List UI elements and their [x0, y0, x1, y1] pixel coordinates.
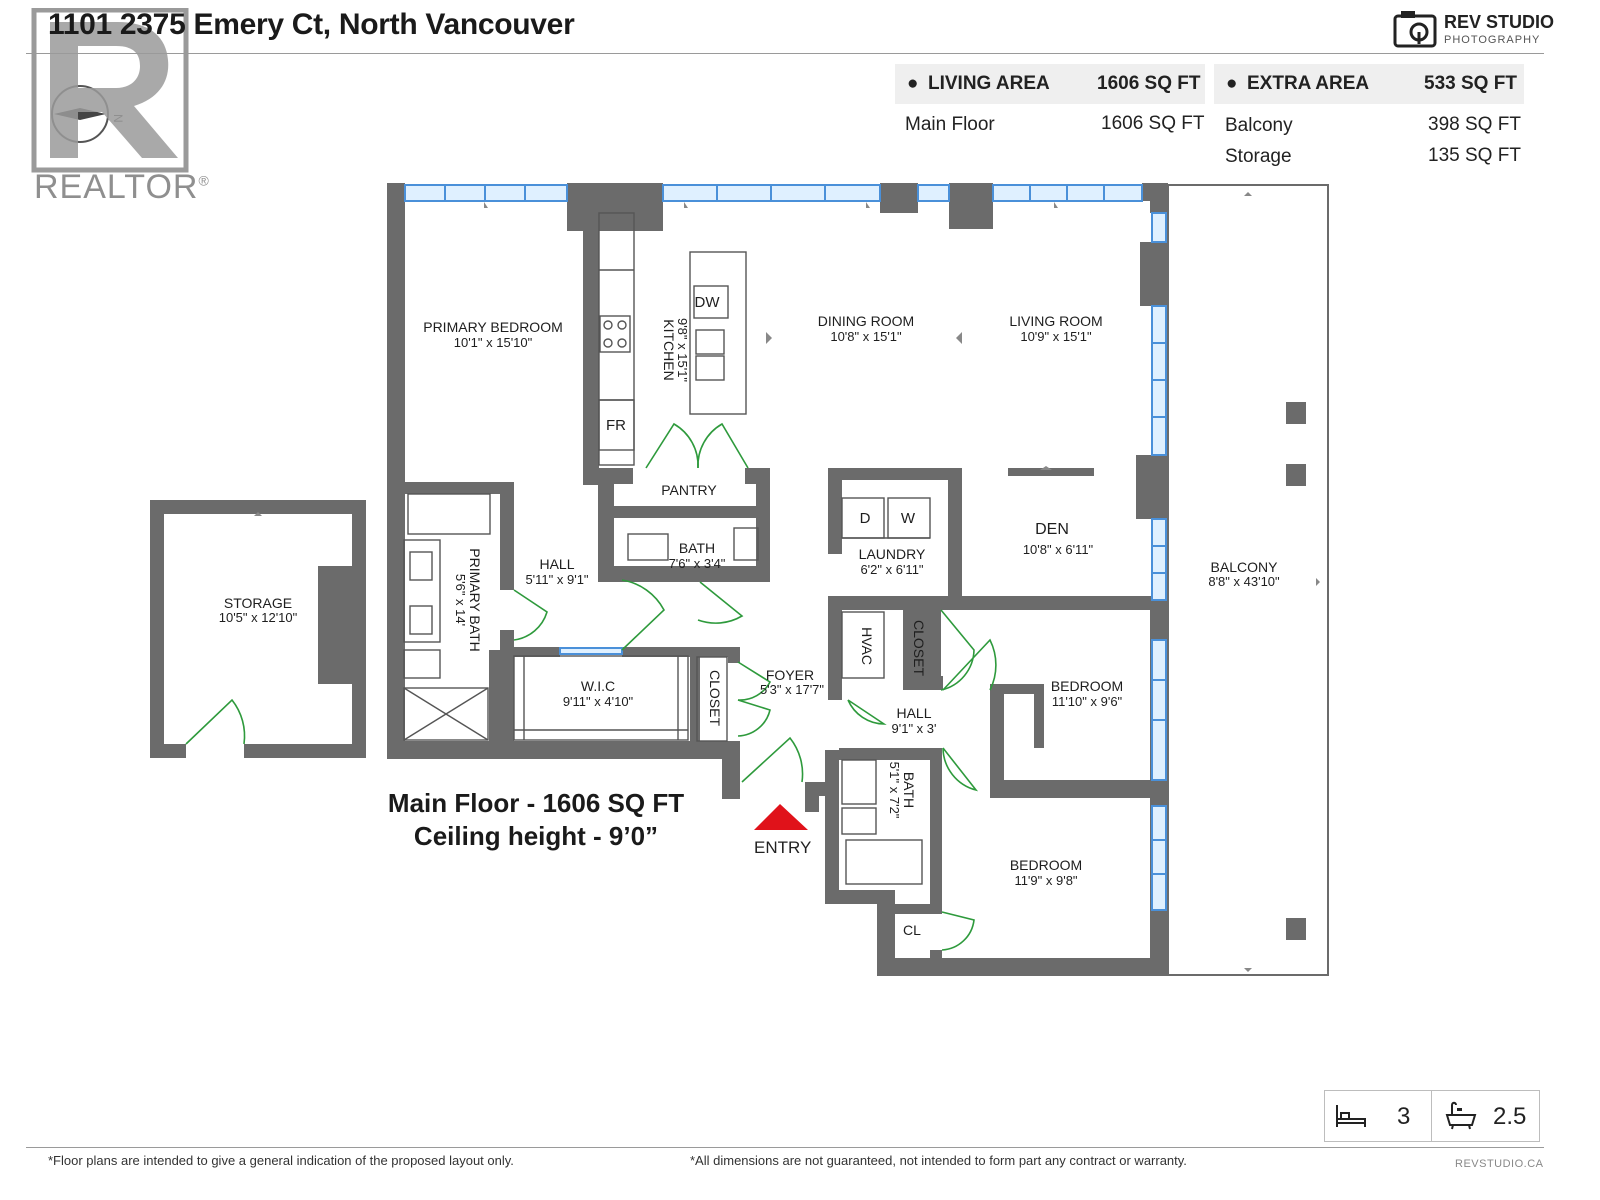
area-row-value: 1606 SQ FT	[1101, 113, 1205, 134]
room-dims: 5'1" x 7'2"	[887, 762, 902, 819]
room-name: FOYER	[766, 667, 814, 683]
room-name: BEDROOM	[1051, 678, 1123, 694]
brand-sub: PHOTOGRAPHY	[1444, 34, 1541, 46]
room-name: BATH	[679, 540, 715, 556]
footer-disclaimer-center: *All dimensions are not guaranteed, not …	[690, 1153, 1187, 1168]
room-name: CL	[903, 922, 921, 938]
room-name: BATH	[901, 772, 917, 808]
room-name: HVAC	[859, 627, 875, 665]
room-name: DEN	[1035, 521, 1069, 538]
room-dims: 5'11" x 9'1"	[525, 572, 588, 587]
room-name: STORAGE	[224, 595, 292, 611]
area-row-value: 135 SQ FT	[1428, 145, 1521, 166]
area-row-name: Storage	[1225, 146, 1292, 167]
bath-count: 2.5	[1493, 1103, 1527, 1130]
room-name: KITCHEN	[661, 319, 677, 380]
bathtub-icon	[1445, 1101, 1477, 1130]
room-name: PANTRY	[661, 482, 717, 498]
counts-divider	[1431, 1091, 1432, 1141]
header-divider	[26, 53, 1544, 54]
room-dims: 10'9" x 15'1"	[1020, 329, 1092, 344]
washer-label: W	[901, 510, 916, 527]
room-name: HALL	[896, 705, 931, 721]
dryer-label: D	[860, 510, 871, 527]
room-dims: 9'1" x 3'	[892, 721, 937, 736]
room-dims: 7'6" x 3'4"	[669, 556, 726, 571]
room-name: PRIMARY BATH	[467, 548, 483, 651]
room-name: LIVING ROOM	[1009, 313, 1102, 329]
dimension-ticks	[254, 192, 1320, 972]
windows	[404, 184, 1167, 911]
extra-area-total: 533 SQ FT	[1424, 73, 1517, 94]
room-dims: 10'8" x 6'11"	[1023, 542, 1094, 557]
dishwasher-label: DW	[695, 294, 721, 311]
door-swings	[185, 422, 997, 951]
room-name: BEDROOM	[1010, 857, 1082, 873]
camera-icon	[1393, 11, 1437, 48]
brand-name: REV STUDIO	[1444, 12, 1555, 32]
realtor-word-text: REALTOR	[34, 168, 199, 206]
entry-arrow-icon	[754, 804, 808, 830]
area-row-value: 398 SQ FT	[1428, 114, 1521, 135]
room-name: W.I.C	[581, 678, 615, 694]
room-name: PRIMARY BEDROOM	[423, 319, 563, 335]
balcony-outline	[1167, 184, 1329, 976]
floor-info-line1: Main Floor - 1606 SQ FT	[387, 788, 685, 818]
footer-url: REVSTUDIO.CA	[1455, 1158, 1544, 1170]
room-name: HALL	[539, 556, 574, 572]
room-dims: 9'8" x 15'1"	[675, 318, 690, 382]
room-dims: 6'2" x 6'11"	[860, 562, 923, 577]
living-area-header: ● LIVING AREA 1606 SQ FT	[895, 64, 1205, 104]
room-name: BALCONY	[1211, 559, 1279, 575]
room-name: CLOSET	[707, 670, 723, 726]
room-dims: 10'1" x 15'10"	[454, 335, 533, 350]
room-dims: 11'9" x 9'8"	[1014, 873, 1077, 888]
bed-bath-counts: 3 2.5	[1324, 1090, 1540, 1142]
room-dims: 5'6" x 14'	[453, 574, 468, 626]
bullet-icon: ●	[907, 73, 919, 94]
living-area-total: 1606 SQ FT	[1097, 73, 1201, 94]
fixtures	[403, 212, 1094, 885]
extra-area-label: EXTRA AREA	[1247, 73, 1370, 94]
room-dims: 9'11" x 4'10"	[563, 694, 634, 709]
area-row-name: Balcony	[1225, 115, 1293, 136]
listing-title: 1101 2375 Emery Ct, North Vancouver	[48, 8, 575, 41]
fridge-label: FR	[606, 417, 626, 434]
room-name: LAUNDRY	[859, 546, 926, 562]
room-name: DINING ROOM	[818, 313, 914, 329]
entry-label: ENTRY	[754, 838, 812, 857]
room-dims: 5'3" x 17'7"	[760, 682, 824, 697]
registered-mark: ®	[198, 172, 210, 189]
room-dims: 8'8" x 43'10"	[1208, 574, 1280, 589]
extra-area-header: ● EXTRA AREA 533 SQ FT	[1214, 64, 1524, 104]
footer-disclaimer-left: *Floor plans are intended to give a gene…	[48, 1153, 514, 1168]
room-dims: 10'5" x 12'10"	[219, 610, 298, 625]
living-area-label: LIVING AREA	[928, 73, 1050, 94]
room-dims: 10'8" x 15'1"	[830, 329, 902, 344]
room-name: CLOSET	[911, 620, 927, 676]
footer-divider	[26, 1147, 1544, 1148]
bullet-icon: ●	[1226, 73, 1238, 94]
bed-icon	[1336, 1105, 1366, 1127]
realtor-word: REALTOR®	[34, 168, 210, 207]
area-row-name: Main Floor	[905, 114, 995, 135]
floor-info-line2: Ceiling height - 9’0”	[413, 821, 659, 851]
bed-count: 3	[1397, 1103, 1411, 1130]
room-dims: 11'10" x 9'6"	[1052, 694, 1123, 709]
realtor-logo	[31, 8, 189, 173]
